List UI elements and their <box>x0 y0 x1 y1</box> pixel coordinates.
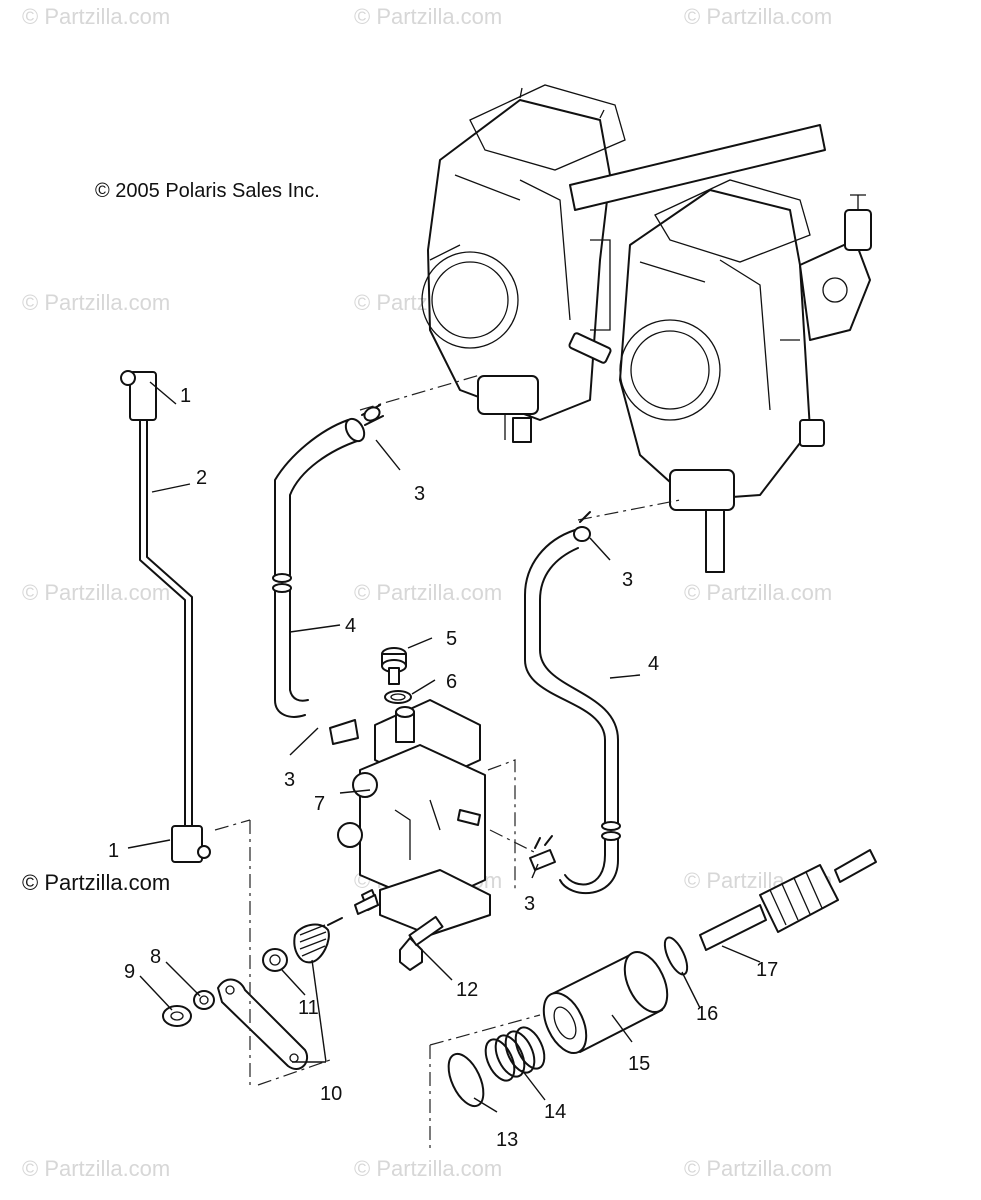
watermark: © Partzilla.com <box>684 4 832 29</box>
watermark: © Partzilla.com <box>22 580 170 605</box>
carburetor-assembly <box>421 84 872 573</box>
callout-2: 2 <box>196 467 207 489</box>
watermark: © Partzilla.com <box>22 4 170 29</box>
callout-10: 10 <box>320 1083 342 1105</box>
callout-4: 4 <box>648 653 659 675</box>
watermark: © Partzilla.com <box>354 580 502 605</box>
fuel-pump <box>329 699 556 936</box>
dash-line <box>577 499 681 521</box>
callout-5: 5 <box>446 628 457 650</box>
watermark: © Partzilla.com <box>354 1156 502 1181</box>
callout-11: 11 <box>298 997 319 1019</box>
sleeve-15 <box>542 951 669 1054</box>
callout-15: 15 <box>628 1053 650 1075</box>
copyright-notice: © 2005 Polaris Sales Inc. <box>95 180 320 202</box>
callout-13: 13 <box>496 1129 518 1151</box>
callout-3: 3 <box>414 483 425 505</box>
screw-and-washer <box>381 647 412 704</box>
shaft-assembly <box>429 849 877 1150</box>
callout-17: 17 <box>756 959 778 981</box>
callout-3: 3 <box>524 893 535 915</box>
callout-8: 8 <box>150 946 161 968</box>
callout-14: 14 <box>544 1101 566 1123</box>
callout-6: 6 <box>446 671 457 693</box>
callout-3: 3 <box>622 569 633 591</box>
callout-1: 1 <box>108 840 119 862</box>
leader-lines <box>127 381 761 1113</box>
watermark: © Partzilla.com <box>684 1156 832 1181</box>
callout-12: 12 <box>456 979 478 1001</box>
fuel-hose-left <box>272 404 384 718</box>
callout-labels: 1 2 3 3 4 4 5 6 3 7 1 3 8 9 11 10 12 13 … <box>108 385 778 1151</box>
callout-4: 4 <box>345 615 356 637</box>
watermark: © Partzilla.com <box>354 4 502 29</box>
watermark-layer: © Partzilla.com © Partzilla.com © Partzi… <box>22 4 832 1181</box>
fuel-hose-right <box>524 511 621 894</box>
shaft-17 <box>699 849 877 951</box>
callout-3: 3 <box>284 769 295 791</box>
watermark: © Partzilla.com <box>22 290 170 315</box>
throttle-cable-rod <box>120 370 211 863</box>
spring-14 <box>484 1026 546 1082</box>
lever-spring-assembly <box>162 819 379 1086</box>
callout-1: 1 <box>180 385 191 407</box>
callout-9: 9 <box>124 961 135 983</box>
bolt-12 <box>399 915 444 971</box>
watermark: © Partzilla.com <box>22 1156 170 1181</box>
callout-16: 16 <box>696 1003 718 1025</box>
watermark: © Partzilla.com <box>684 580 832 605</box>
callout-7: 7 <box>314 793 325 815</box>
partzilla-brand: © Partzilla.com <box>22 870 170 895</box>
